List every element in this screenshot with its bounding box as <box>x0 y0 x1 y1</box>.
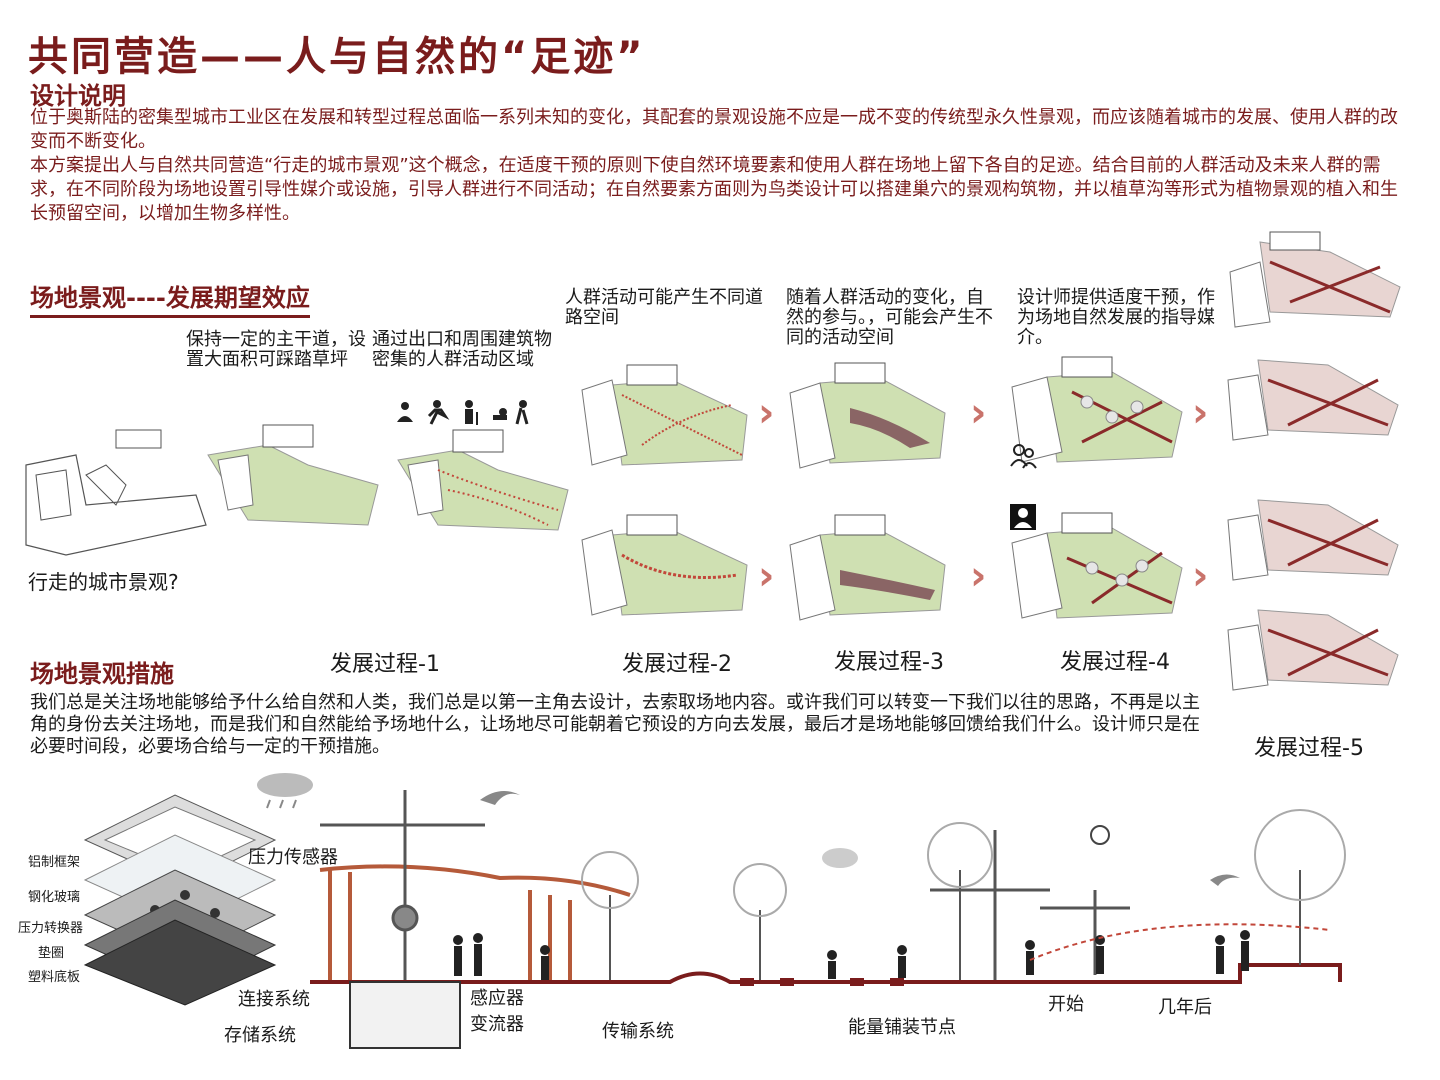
note-exit-crowd: 通过出口和周围建筑物密集的人群活动区域 <box>372 329 552 370</box>
stage5-map-4 <box>1227 609 1399 691</box>
stage3-map-top <box>789 362 946 469</box>
designer-icon <box>1010 504 1036 530</box>
cloud-icon <box>822 848 858 868</box>
stage4-map-bottom <box>1011 512 1183 619</box>
activity-icons <box>397 400 529 425</box>
design-notes-para-2: 本方案提出人与自然共同营造“行走的城市景观”这个概念，在适度干预的原则下使自然环… <box>30 155 1398 224</box>
layer-label-3: 压力转换器 <box>18 921 84 936</box>
stage2-map-top <box>581 364 748 466</box>
storage-box <box>349 981 461 1049</box>
lawn-map <box>207 424 379 526</box>
connection-system-label: 连接系统 <box>238 989 310 1010</box>
stage5-map-3 <box>1227 499 1399 581</box>
stage-4-label: 发展过程-4 <box>1060 650 1170 675</box>
stage-1-label: 发展过程-1 <box>330 652 440 677</box>
stage4-map-top <box>1011 356 1183 463</box>
arrow-5-icon: › <box>1192 390 1209 436</box>
landscape-section <box>310 790 1346 1049</box>
trees <box>581 809 1346 980</box>
rain-cloud-icon <box>257 773 313 809</box>
note-designer-guide: 设计师提供适度干预，作为场地自然发展的指导媒介。 <box>1017 287 1215 348</box>
layer-label-1: 铝制框架 <box>28 855 81 870</box>
stage3-map-bottom <box>789 514 946 621</box>
people <box>453 930 1250 980</box>
stage5-map-1 <box>1229 231 1401 328</box>
layer-label-4: 垫圈 <box>38 946 65 961</box>
start-label: 开始 <box>1048 994 1084 1015</box>
design-notes-heading: 设计说明 <box>30 82 126 110</box>
plastic-base-layer <box>83 919 277 1006</box>
crowd-map <box>397 429 569 531</box>
arrow-1-icon: › <box>758 390 775 436</box>
converter-label: 变流器 <box>470 1014 524 1035</box>
design-notes-para-1: 位于奥斯陆的密集型城市工业区在发展和转型过程总面临一系列未知的变化，其配套的景观… <box>30 107 1398 152</box>
development-heading: 场地景观----发展期望效应 <box>30 278 310 318</box>
stage5-map-2 <box>1227 359 1399 441</box>
right-mast <box>930 830 1050 980</box>
dog-walk-icon <box>493 400 529 425</box>
meditate-icon <box>397 402 413 422</box>
layer-label-2: 钢化玻璃 <box>28 890 81 905</box>
stage-3-label: 发展过程-3 <box>834 650 944 675</box>
base-map <box>25 429 207 556</box>
stage2-map-bottom <box>581 514 748 616</box>
elderly-icon <box>465 400 478 425</box>
group-people-icon <box>1010 444 1037 469</box>
measures-text: 我们总是关注场地能够给予什么给自然和人类，我们总是以第一主角去设计，去索取场地内… <box>30 692 1200 757</box>
sensor-mast <box>320 790 485 980</box>
arrow-6-icon: › <box>1192 553 1209 599</box>
transmission-system-label: 传输系统 <box>602 1021 674 1042</box>
note-nature-join: 随着人群活动的变化，自然的参与。，可能会产生不同的活动空间 <box>786 287 993 348</box>
storage-system-label: 存储系统 <box>224 1025 296 1046</box>
exploded-paving-layers <box>83 794 277 1006</box>
note-main-road: 保持一定的主干道，设置大面积可踩踏草坪 <box>186 329 366 370</box>
walking-landscape-question: 行走的城市景观? <box>28 570 179 594</box>
measures-heading: 场地景观措施 <box>30 660 174 688</box>
arrow-2-icon: › <box>758 553 775 599</box>
solar-post <box>1040 890 1130 975</box>
energy-paving-node-label: 能量铺装节点 <box>848 1017 956 1038</box>
bird-icons <box>480 791 1240 886</box>
note-crowd-roads: 人群活动可能产生不同道路空间 <box>565 287 763 328</box>
stage-2-label: 发展过程-2 <box>622 652 732 677</box>
layer-label-5: 塑料底板 <box>28 970 81 985</box>
stage-5-label: 发展过程-5 <box>1254 736 1364 761</box>
arrow-4-icon: › <box>970 553 987 599</box>
arrow-3-icon: › <box>970 390 987 436</box>
sensor-label: 感应器 <box>470 988 524 1009</box>
page-title: 共同营造——人与自然的“足迹” <box>28 34 646 80</box>
years-later-label: 几年后 <box>1158 997 1212 1018</box>
run-icon <box>427 400 450 425</box>
pressure-sensor-label: 压力传感器 <box>248 847 338 868</box>
pergola <box>319 864 631 980</box>
sun-icon <box>1090 825 1110 845</box>
